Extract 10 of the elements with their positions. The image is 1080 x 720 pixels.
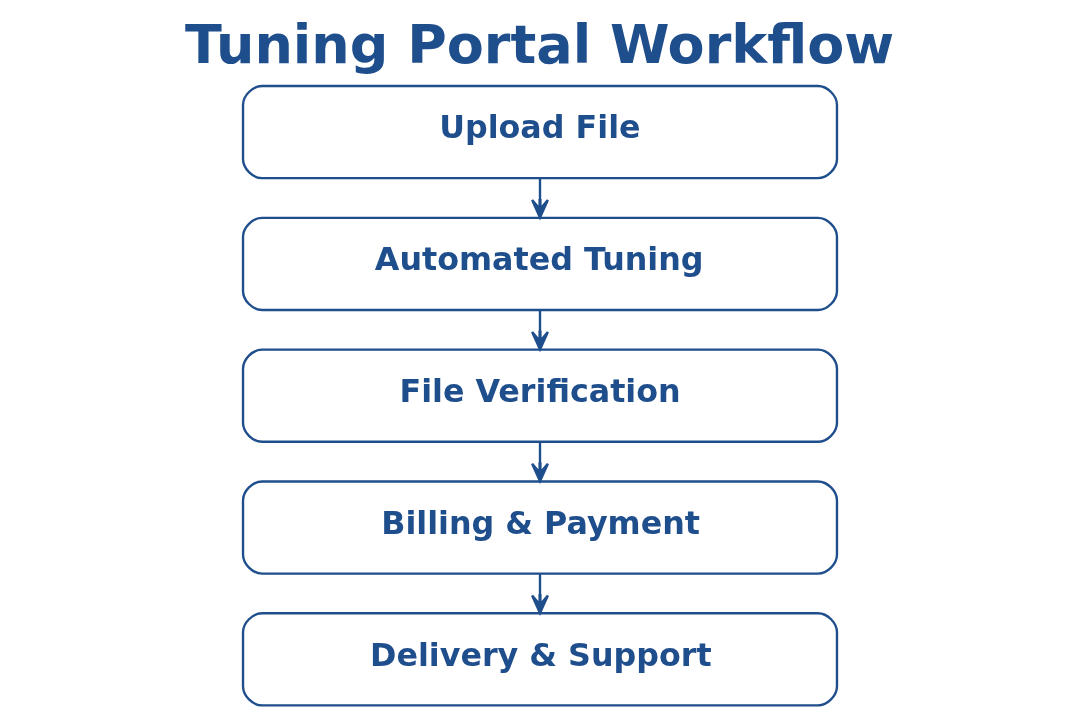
node-box: File Verification <box>241 348 839 443</box>
node-box: Delivery & Support <box>241 612 839 707</box>
arrow <box>530 442 550 483</box>
arrow <box>530 178 550 219</box>
node-box: Automated Tuning <box>241 216 839 312</box>
diagram-title: Tuning Portal Workflow <box>185 12 895 76</box>
node-box: Billing & Payment <box>241 480 839 575</box>
arrow <box>530 574 550 615</box>
node-box: Upload File <box>241 84 839 180</box>
arrow <box>530 310 550 351</box>
